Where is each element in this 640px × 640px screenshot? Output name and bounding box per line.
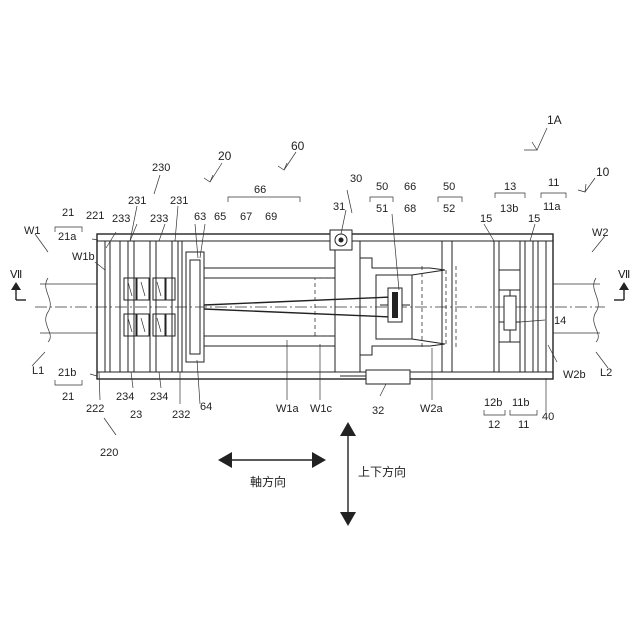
label-21a: 21a — [58, 231, 77, 243]
label-13: 13 — [504, 181, 516, 193]
left-end-plate — [97, 241, 120, 372]
label-W1b: W1b — [72, 251, 95, 263]
section-marker-right — [614, 282, 629, 300]
label-section-right: Ⅶ — [618, 269, 630, 281]
label-15-b: 15 — [528, 213, 540, 225]
label-52: 52 — [443, 203, 455, 215]
label-15-a: 15 — [480, 213, 492, 225]
label-50-b: 50 — [443, 181, 455, 193]
label-51: 51 — [376, 203, 388, 215]
label-L2: L2 — [600, 367, 612, 379]
label-axial-direction: 軸方向 — [250, 474, 286, 489]
label-232: 232 — [172, 409, 190, 421]
label-221: 221 — [86, 210, 104, 222]
label-32: 32 — [372, 405, 384, 417]
label-11-top: 11 — [548, 177, 559, 189]
label-W2b: W2b — [563, 369, 586, 381]
label-64: 64 — [200, 401, 212, 413]
label-66-b: 66 — [404, 181, 416, 193]
label-50-a: 50 — [376, 181, 388, 193]
label-21-top: 21 — [62, 207, 74, 219]
label-233-a: 233 — [112, 213, 130, 225]
vertical-direction-arrow-icon — [340, 422, 356, 526]
label-233-b: 233 — [150, 213, 168, 225]
label-12b: 12b — [484, 397, 502, 409]
label-W1: W1 — [24, 225, 41, 237]
label-W1a: W1a — [276, 403, 300, 415]
label-231-a: 231 — [128, 195, 146, 207]
label-21-bottom: 21 — [62, 391, 74, 403]
label-14: 14 — [554, 315, 566, 327]
label-231-b: 231 — [170, 195, 188, 207]
label-11b: 11b — [512, 397, 530, 409]
label-30: 30 — [350, 173, 362, 185]
label-65: 65 — [214, 211, 226, 223]
label-11-bottom: 11 — [518, 419, 529, 431]
label-68: 68 — [404, 203, 416, 215]
section-marker-left — [11, 282, 26, 300]
label-23: 23 — [130, 409, 142, 421]
label-220: 220 — [100, 447, 118, 459]
label-40: 40 — [542, 411, 554, 423]
label-66-a: 66 — [254, 184, 266, 196]
label-12: 12 — [488, 419, 500, 431]
leader-lines — [32, 128, 608, 435]
outer-frame — [97, 234, 553, 379]
label-31: 31 — [333, 201, 345, 213]
dimension-brackets — [55, 193, 566, 415]
label-20: 20 — [218, 149, 232, 163]
coil-unit-230 — [124, 241, 178, 372]
label-222: 222 — [86, 403, 104, 415]
label-21b: 21b — [58, 367, 76, 379]
label-234-a: 234 — [116, 391, 134, 403]
label-60: 60 — [291, 139, 305, 153]
axial-direction-arrow-icon — [218, 452, 326, 468]
label-63: 63 — [194, 211, 206, 223]
right-end-unit — [494, 241, 546, 372]
label-W1c: W1c — [310, 403, 333, 415]
label-W2: W2 — [592, 227, 609, 239]
label-13b: 13b — [500, 203, 518, 215]
label-67: 67 — [240, 211, 252, 223]
label-vertical-direction: 上下方向 — [358, 464, 406, 479]
label-section-left: Ⅶ — [10, 269, 22, 281]
flange-unit — [182, 241, 335, 372]
label-W2a: W2a — [420, 403, 444, 415]
unit-50 — [360, 241, 456, 372]
label-1A: 1A — [547, 113, 562, 127]
label-234-b: 234 — [150, 391, 168, 403]
label-230: 230 — [152, 162, 170, 174]
label-69: 69 — [265, 211, 277, 223]
label-10: 10 — [596, 165, 610, 179]
label-11a: 11a — [543, 201, 561, 213]
label-L1: L1 — [32, 365, 44, 377]
